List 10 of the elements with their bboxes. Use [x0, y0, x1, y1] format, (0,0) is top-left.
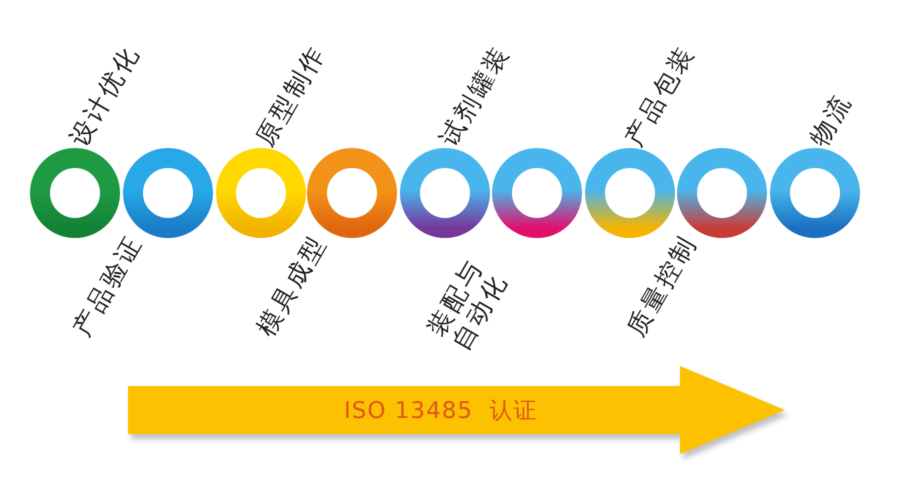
- step-label: 物流: [804, 88, 857, 151]
- step-label: 设计优化: [64, 40, 145, 151]
- step-label: 模具成型: [252, 230, 332, 341]
- step-label: 产品验证: [68, 230, 148, 341]
- step-label: 试剂罐装: [434, 40, 515, 151]
- arrow-label: ISO 13485 认证: [344, 396, 538, 426]
- step-label: 装配与自动化: [422, 252, 514, 355]
- step-label: 原型制作: [250, 40, 331, 151]
- step-label: 质量控制: [622, 230, 702, 341]
- step-label: 产品包装: [620, 40, 700, 151]
